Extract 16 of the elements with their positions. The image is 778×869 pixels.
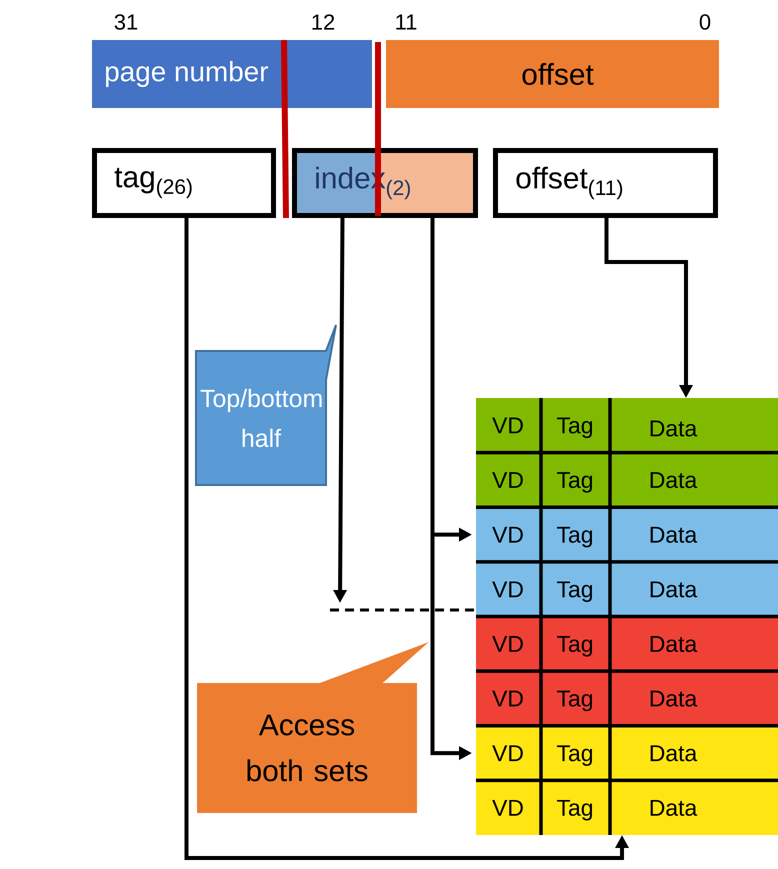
cache-row: VD Tag Data: [476, 726, 778, 780]
cache-row: VD Tag Data: [476, 452, 778, 508]
cache-row: VD Tag Data: [476, 398, 778, 453]
cache-row: VD Tag Data: [476, 671, 778, 726]
cache-row: VD Tag Data: [476, 507, 778, 562]
cache-row: VD Tag Data: [476, 562, 778, 616]
callout: Top/bottom half: [195, 324, 337, 486]
cache-row: VD Tag Data: [476, 616, 778, 672]
address-bar: page number: [92, 40, 372, 108]
address-bar: offset: [386, 40, 719, 108]
field-box: offset$_{(11)}$: [493, 148, 718, 218]
cache-row: VD Tag Data: [476, 780, 778, 835]
callout: Access both sets: [197, 642, 429, 813]
bit-number: 11: [396, 14, 416, 30]
bit-number: 12: [312, 14, 334, 30]
field-box: tag$_{(26)}$: [92, 148, 276, 218]
